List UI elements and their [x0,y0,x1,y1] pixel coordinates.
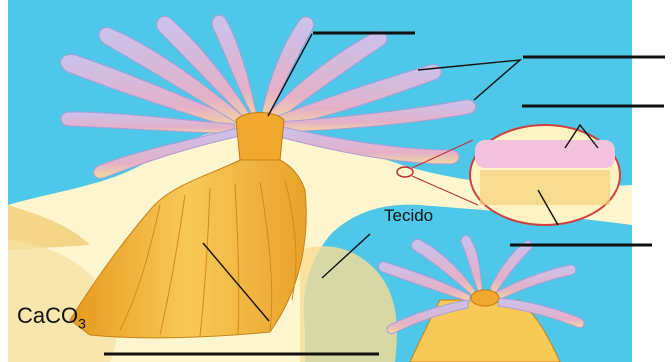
pharynx [236,113,284,167]
tissue-label: Tecido [384,206,433,226]
calcium-carbonate-text: CaCO [17,303,78,328]
calcium-carbonate-subscript: 3 [78,315,86,331]
calcium-carbonate-label: CaCO3 [17,303,86,331]
